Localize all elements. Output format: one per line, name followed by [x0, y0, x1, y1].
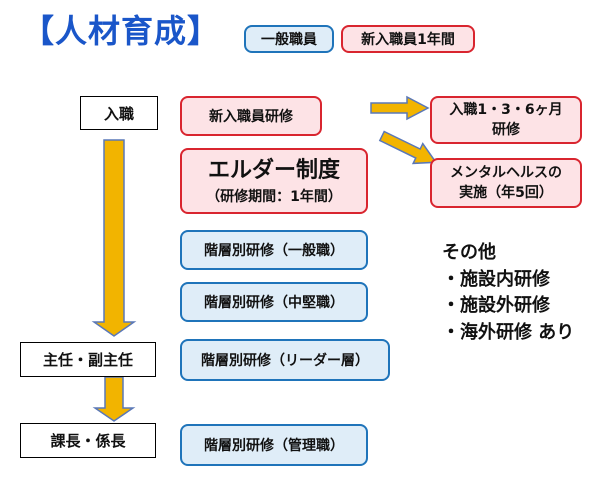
months-training-line2: 研修 — [492, 122, 520, 138]
legend-new-staff-first-year: 新入職員1年間 — [341, 25, 475, 53]
other-item-outside-facility: ・施設外研修 — [442, 295, 550, 317]
training-tier-general: 階層別研修（一般職） — [180, 230, 368, 270]
other-trainings: その他 ・施設内研修 ・施設外研修 ・海外研修 あり — [442, 240, 574, 347]
other-trainings-heading: その他 — [442, 242, 496, 263]
right-arrow-to-months-training — [370, 95, 430, 121]
training-tier-leader: 階層別研修（リーダー層） — [180, 339, 390, 381]
stage-manager: 課長・係長 — [20, 423, 156, 458]
other-item-in-facility: ・施設内研修 — [442, 268, 550, 290]
training-tier-mid: 階層別研修（中堅職） — [180, 282, 368, 322]
legend-general-staff: 一般職員 — [244, 25, 334, 53]
stage-entry: 入職 — [80, 96, 158, 130]
page-title: 【人材育成】 — [22, 12, 221, 50]
down-arrow-career-short — [92, 376, 136, 422]
other-item-overseas: ・海外研修 あり — [442, 321, 575, 343]
followup-months-training: 入職1・3・6ヶ月 研修 — [430, 96, 582, 144]
elder-system-title: エルダー制度 — [207, 157, 340, 183]
elder-system-period: （研修期間：1年間） — [206, 188, 342, 205]
followup-mental-health: メンタルヘルスの 実施（年5回） — [430, 158, 582, 208]
down-arrow-career-long — [91, 139, 137, 337]
mental-health-line2: 実施（年5回） — [459, 185, 553, 201]
training-new-staff: 新入職員研修 — [180, 96, 322, 136]
months-training-line1: 入職1・3・6ヶ月 — [449, 101, 563, 118]
diagonal-arrow-to-mental-health — [378, 130, 438, 165]
stage-chief: 主任・副主任 — [20, 342, 156, 377]
mental-health-line1: メンタルヘルスの — [450, 164, 562, 181]
training-tier-management: 階層別研修（管理職） — [180, 424, 368, 466]
training-elder-system: エルダー制度 （研修期間：1年間） — [180, 148, 368, 214]
